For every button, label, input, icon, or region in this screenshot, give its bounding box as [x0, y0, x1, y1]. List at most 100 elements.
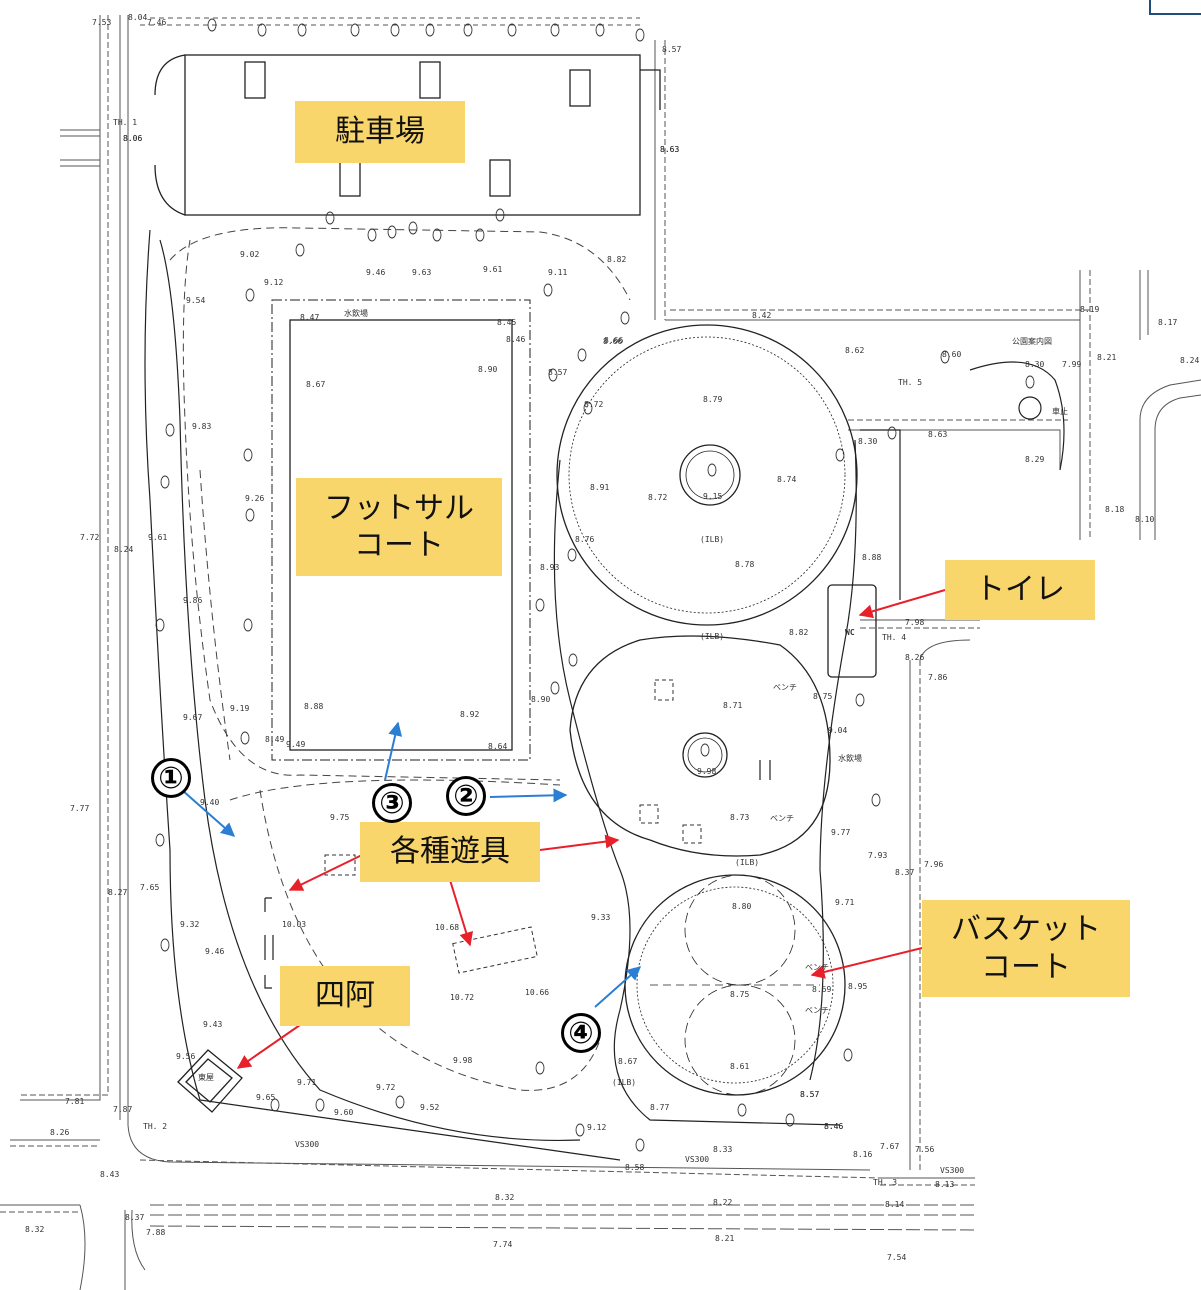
parking-lot — [154, 54, 661, 216]
elevation-label: 9.46 — [366, 268, 386, 277]
elevation-label: 7.56 — [915, 1145, 935, 1154]
elevation-label: 8.57 — [662, 45, 682, 54]
water-fountain-label: 水飲場 — [344, 309, 368, 318]
ilb-label: (ILB) — [735, 858, 760, 867]
elevation-label: 9.98 — [453, 1056, 473, 1065]
play-area-middle — [569, 635, 831, 857]
elevation-label: 9.26 — [245, 494, 265, 503]
elevation-label: 8.71 — [723, 701, 743, 710]
elevation-label: 9.19 — [230, 704, 250, 713]
elevation-label: 9.33 — [591, 913, 611, 922]
elevation-label: 8.61 — [730, 1062, 750, 1071]
elevation-label: 9.32 — [180, 920, 200, 929]
vs300-label: VS300 — [940, 1166, 965, 1175]
elevation-label: 8.82 — [607, 255, 627, 264]
elevation-label: 8.22 — [713, 1198, 733, 1207]
elevation-label: 8.73 — [730, 813, 750, 822]
shelter-label: 東屋 — [198, 1073, 214, 1082]
elevation-label: 8.74 — [777, 475, 797, 484]
elevation-label: 8.77 — [650, 1103, 670, 1112]
elevation-label: 7.74 — [493, 1240, 513, 1249]
elevation-label: 9.67 — [183, 713, 203, 722]
elevation-label: 10.72 — [450, 993, 475, 1002]
elevation-label: 7.99 — [1062, 360, 1082, 369]
elevation-label: 8.88 — [862, 553, 882, 562]
elevation-label: 8.58 — [625, 1163, 645, 1172]
elevation-label: 8.66 — [604, 336, 624, 345]
park-sign-label: 公園案内図 — [1012, 337, 1052, 346]
elevation-label: 8.62 — [845, 346, 865, 355]
elevation-label: 8.66 — [603, 337, 623, 346]
ilb-label: (ILB) — [612, 1078, 637, 1087]
elevation-label: 9.52 — [420, 1103, 440, 1112]
elevation-label: 8.14 — [885, 1200, 905, 1209]
parking-label: 駐車場 — [295, 101, 465, 163]
elevation-label: 7.93 — [868, 851, 888, 860]
elevation-label: 8.57 — [800, 1090, 820, 1099]
vs300-label: VS300 — [685, 1155, 710, 1164]
elevation-label: 9.98 — [697, 767, 717, 776]
sign-plaza — [969, 361, 1065, 471]
elevation-label: 8.19 — [1080, 305, 1100, 314]
elevation-label: 8.72 — [584, 400, 604, 409]
elevation-label: 8.79 — [703, 395, 723, 404]
futsal-court — [271, 299, 531, 761]
bench-label: ベンチ — [805, 1006, 829, 1015]
elevation-label: 7.72 — [80, 533, 100, 542]
elevation-label: 8.30 — [858, 437, 878, 446]
elevation-label: 8.42 — [752, 311, 772, 320]
elevation-label: 7.86 — [928, 673, 948, 682]
elevation-label: 8.91 — [590, 483, 610, 492]
elevation-label: 7.67 — [880, 1142, 900, 1151]
elevation-label: 9.46 — [205, 947, 225, 956]
elevation-label: 8.13 — [935, 1180, 955, 1189]
marker-1: ① — [151, 758, 191, 798]
elevation-label: 8.45 — [497, 318, 517, 327]
elevation-label: 8.21 — [1097, 353, 1117, 362]
elevation-label: 9.04 — [828, 726, 848, 735]
elevation-label: 9.02 — [240, 250, 260, 259]
elevation-label: 9.61 — [148, 533, 168, 542]
elevation-label: 8.06 — [123, 134, 143, 143]
elevation-label: 9.83 — [192, 422, 212, 431]
ilb-label: (ILB) — [700, 632, 725, 641]
vs300-label: VS300 — [295, 1140, 320, 1149]
elevation-label: 8.63 — [928, 430, 948, 439]
elevation-label: 9.12 — [587, 1123, 607, 1132]
th2-label: TH. 2 — [143, 1122, 168, 1131]
elevation-label: 8.24 — [1180, 356, 1200, 365]
callout-arrows-red — [236, 589, 946, 1069]
toilet-building — [827, 584, 877, 678]
elevation-label: 8.93 — [540, 563, 560, 572]
elevation-label: 9.12 — [264, 278, 284, 287]
elevation-label: 9.11 — [548, 268, 568, 277]
elevation-label: 8.24 — [114, 545, 134, 554]
elevation-label: 8.37 — [895, 868, 915, 877]
toilet-label: トイレ — [945, 560, 1095, 620]
elevation-label: 7.88 — [146, 1228, 166, 1237]
central-path — [553, 429, 901, 1126]
elevation-label: 8.46 — [506, 335, 526, 344]
elevation-label: 8.46 — [824, 1122, 844, 1131]
elevation-label: 9.72 — [376, 1083, 396, 1092]
elevation-label: 8.63 — [660, 145, 680, 154]
elevation-label: 7.65 — [140, 883, 160, 892]
elevation-label: 8.26 — [50, 1128, 70, 1137]
elevation-label: 9.65 — [256, 1093, 276, 1102]
elevation-label: 8.90 — [478, 365, 498, 374]
elevation-label: 8.72 — [648, 493, 668, 502]
ilb-label: (ILB) — [700, 535, 725, 544]
elevation-label: 9.15 — [703, 492, 723, 501]
basketball-court-label: バスケット コート — [922, 900, 1130, 997]
azumaya-shelter — [177, 1049, 243, 1113]
elevation-label: 8.90 — [531, 695, 551, 704]
elevation-label: 8.57 — [800, 1090, 820, 1099]
elevation-label: 7.87 — [113, 1105, 133, 1114]
elevation-label: 8.10 — [1135, 515, 1155, 524]
marker-4: ④ — [561, 1013, 601, 1053]
elevation-label: 10.66 — [525, 988, 550, 997]
elevation-label: 9.71 — [297, 1078, 317, 1087]
frame-corner — [1149, 0, 1201, 15]
elevation-label: 8.27 — [108, 888, 128, 897]
